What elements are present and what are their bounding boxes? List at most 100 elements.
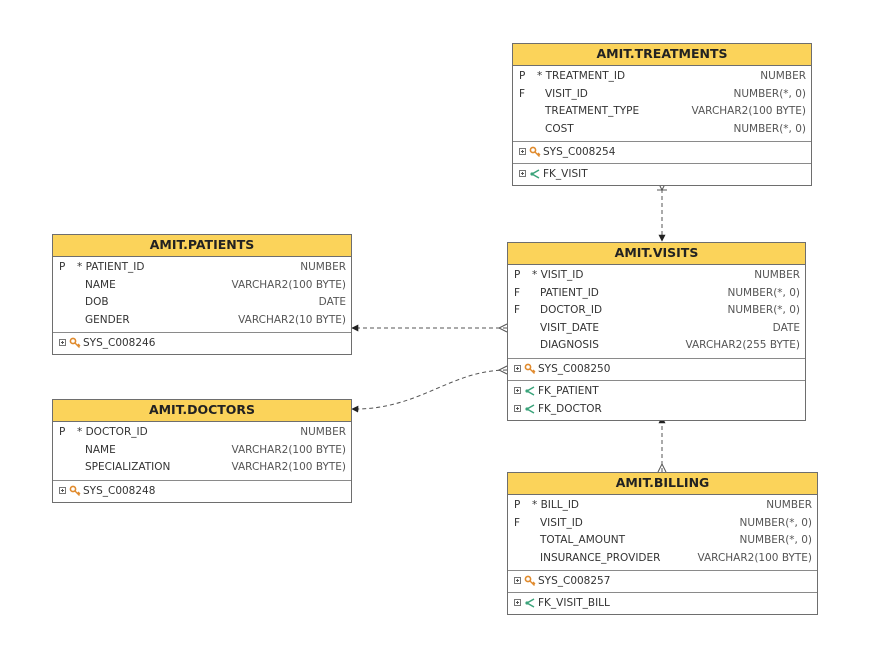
column-type: NUMBER(*, 0) [733,122,806,135]
column-type: VARCHAR2(100 BYTE) [691,105,806,117]
column-name: VISIT_ID [545,87,588,100]
constraint-row[interactable]: SYS_C008246 [53,334,351,352]
column-name: INSURANCE_PROVIDER [540,551,661,564]
column-name: * BILL_ID [532,499,580,511]
column-name: SPECIALIZATION [85,461,171,473]
column-type: VARCHAR2(10 BYTE) [238,313,346,326]
column-name: VISIT_ID [540,516,583,529]
expand-icon[interactable] [514,404,521,412]
column-row[interactable]: P * PATIENT_ID NUMBER [53,259,351,277]
table-title: AMIT.DOCTORS [53,400,351,422]
constraint-section-primary: SYS_C008246 [53,333,351,354]
column-type: NUMBER [300,261,346,273]
foreign-key-icon [525,403,535,414]
crowfoot-fk-patient [497,323,508,333]
column-name: * PATIENT_ID [77,261,145,273]
constraint-name: SYS_C008254 [543,146,616,158]
column-type: NUMBER [766,499,812,511]
table-title: AMIT.BILLING [508,473,817,495]
expand-icon[interactable] [59,339,66,346]
column-row[interactable]: F PATIENT_ID NUMBER(*, 0) [508,285,805,303]
column-name: NAME [85,443,116,456]
column-row[interactable]: P * TREATMENT_ID NUMBER [513,68,811,86]
constraint-row[interactable]: FK_VISIT_BILL [508,594,817,612]
column-type: NUMBER [754,269,800,281]
constraint-name: SYS_C008257 [538,575,611,587]
key-flag: F [519,87,526,100]
key-flag: F [514,286,521,299]
column-type: VARCHAR2(100 BYTE) [231,278,346,291]
expand-icon[interactable] [514,386,521,394]
expand-icon[interactable] [514,577,521,584]
column-type: NUMBER(*, 0) [727,286,800,299]
column-list: P * VISIT_ID NUMBER F PATIENT_ID NUMBER(*, 0… [508,265,805,359]
key-flag: P [514,499,521,511]
column-name: * VISIT_ID [532,269,584,281]
constraint-section-foreign: FK_PATIENT FK_DOCTOR [508,379,805,420]
key-flag: P [514,269,521,281]
constraint-row[interactable]: SYS_C008248 [53,482,351,500]
column-name: DOB [85,296,109,308]
constraint-section-primary: SYS_C008257 [508,571,817,592]
constraint-name: FK_VISIT_BILL [538,597,610,609]
column-list: P * TREATMENT_ID NUMBER F VISIT_ID NUMBER(*,… [513,66,811,142]
constraint-section-primary: SYS_C008250 [508,359,805,380]
table-title: AMIT.PATIENTS [53,235,351,257]
constraint-row[interactable]: SYS_C008254 [513,143,811,161]
key-icon [524,363,536,374]
key-flag: P [519,70,526,82]
column-name: GENDER [85,313,130,326]
constraint-row[interactable]: FK_DOCTOR [508,400,805,418]
expand-icon[interactable] [59,486,66,494]
column-name: DIAGNOSIS [540,339,599,351]
constraint-name: FK_PATIENT [538,384,599,397]
expand-icon[interactable] [514,599,521,606]
constraint-name: FK_VISIT [543,168,588,180]
key-flag: F [514,304,521,316]
column-type: NUMBER(*, 0) [739,516,812,529]
constraint-section-primary: SYS_C008254 [513,142,811,163]
expand-icon[interactable] [514,364,521,372]
connector-fk-doctor[interactable] [351,369,508,413]
constraint-row[interactable]: FK_VISIT [513,165,811,183]
column-row[interactable]: P * VISIT_ID NUMBER [508,267,805,285]
column-type: NUMBER [760,70,806,82]
column-row[interactable]: GENDER VARCHAR2(10 BYTE) [53,312,351,330]
constraint-name: SYS_C008246 [83,337,156,349]
key-icon [529,146,541,157]
constraint-section-primary: SYS_C008248 [53,481,351,502]
column-name: * TREATMENT_ID [537,70,626,82]
expand-icon[interactable] [519,148,526,155]
constraint-row[interactable]: SYS_C008250 [508,360,805,378]
key-flag: P [59,426,66,438]
key-flag: P [59,261,66,273]
expand-icon[interactable] [519,170,526,177]
crowfoot-fk-doctor [497,365,508,375]
column-name: PATIENT_ID [540,286,599,299]
key-icon [69,337,81,348]
constraint-row[interactable]: FK_PATIENT [508,382,805,400]
column-row[interactable]: P * BILL_ID NUMBER [508,497,817,515]
constraint-row[interactable]: SYS_C008257 [508,572,817,590]
